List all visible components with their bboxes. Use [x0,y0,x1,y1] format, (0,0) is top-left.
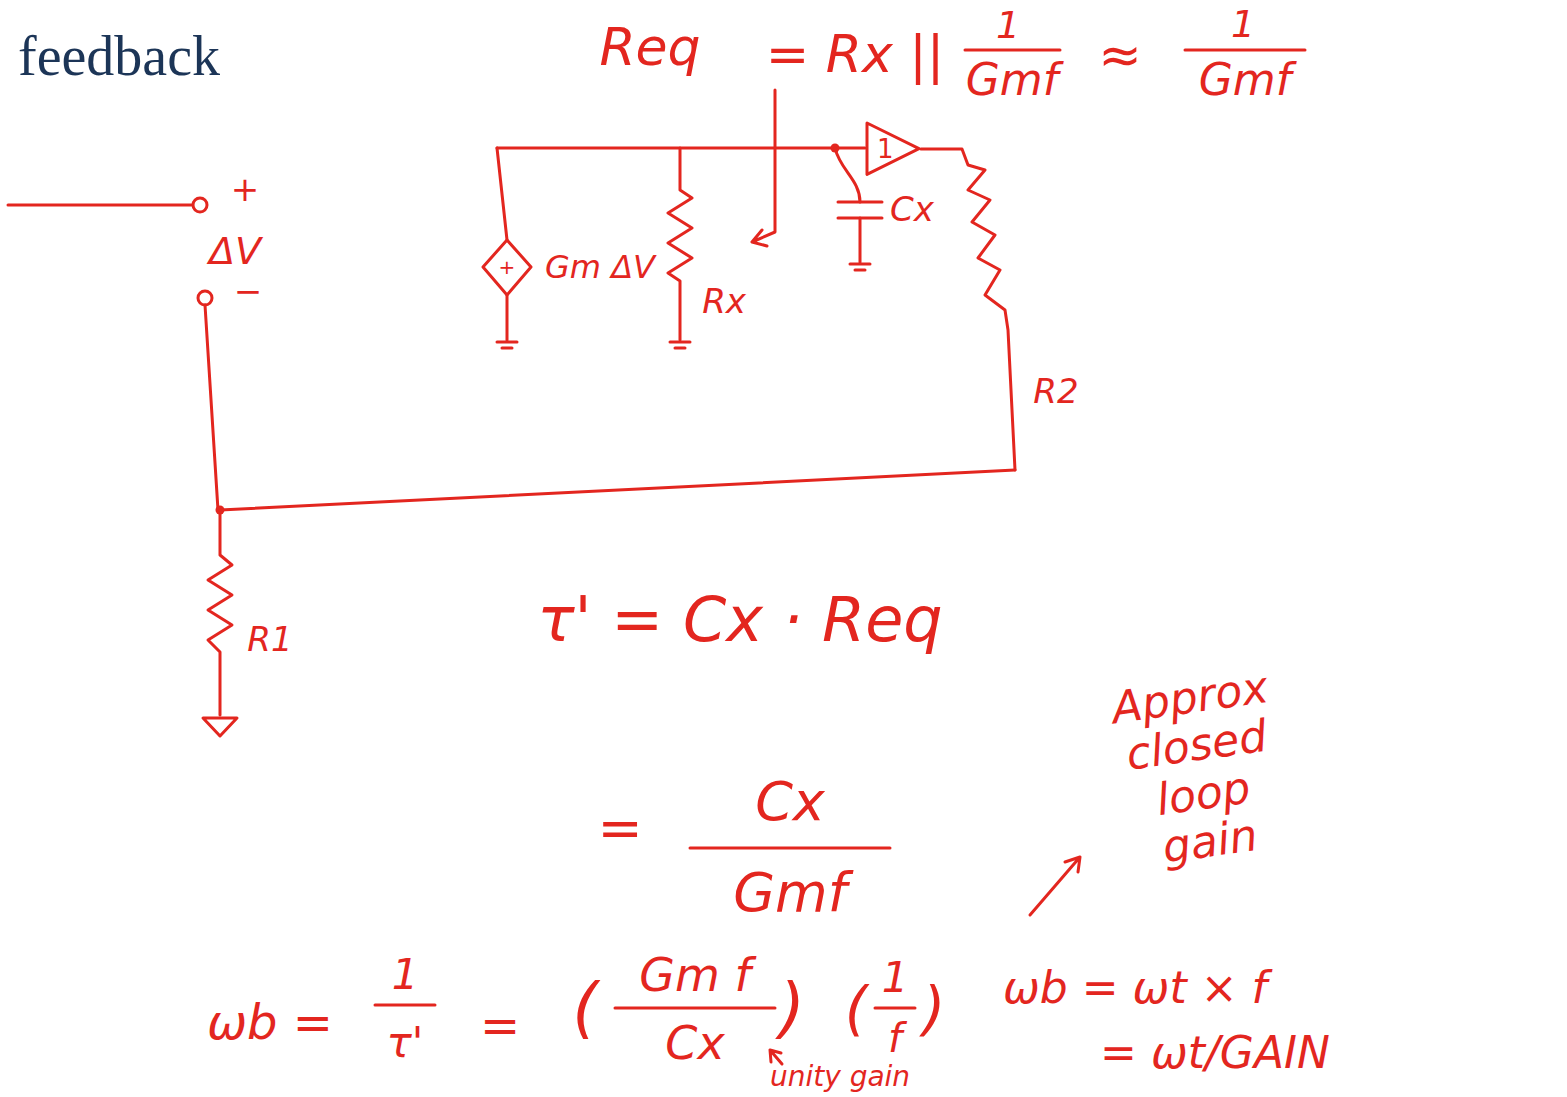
fraction-bar [1185,49,1305,52]
equation-text: Gm f [639,950,750,1001]
leader-arrow [1030,857,1080,915]
fraction-bar [875,1007,915,1010]
equation-text: 1 [392,952,419,998]
gain-label: 1 [877,136,894,162]
equation-text: R1 [247,621,292,658]
equation-text: R2 [1033,373,1078,410]
equation-text: = ωt/GAIN [1100,1029,1330,1077]
equation-text: ωb = [207,996,333,1049]
equation-text: − [234,273,263,310]
fraction-bar [615,1007,775,1010]
equation-text: Gm ΔV [545,250,655,285]
resistor-symbol [208,510,232,715]
equation-text: Cx [890,191,934,228]
equation-text: Cx [665,1018,724,1069]
equation-text: τ' = Cx · Req [537,586,942,654]
capacitor-symbol [838,202,882,218]
equation-text: Req [599,19,700,76]
wire [205,305,218,510]
equation-text: = [480,999,520,1052]
equation-text: Gmf [733,863,846,922]
equation-text: + [231,171,260,208]
fraction-bar [690,847,890,850]
equation-text: Gmf [966,56,1058,104]
equation-text: ωb = ωt × f [1003,964,1267,1012]
equation-text: Cx [755,772,825,831]
terminal [193,198,207,212]
buffer-amplifier: 1 [865,121,921,176]
equation-text: 1 [882,955,909,1001]
wire [497,148,507,240]
equation-text: = [597,798,642,857]
ground-symbol [670,342,690,348]
equation-text: ≈ [1098,27,1142,84]
input-wire [8,204,192,207]
feedback-wire [220,470,1015,510]
ground-symbol [850,218,870,270]
equation-text: ( [572,972,598,1045]
fraction-bar [965,49,1060,52]
equation-text: = Rx || [766,26,945,83]
slide-title: feedback [18,24,220,88]
equation-text: Gmf [1199,56,1291,104]
equation-text: τ' [387,1020,424,1066]
equation-text: ( [845,978,868,1042]
amplifier-triangle [867,123,919,174]
resistor-symbol [921,149,1015,470]
ground-symbol [497,295,517,348]
equation-text: + [499,256,516,278]
wire [835,148,860,202]
equation-text: ΔV [209,231,261,273]
note-text: Approx closed loop gain [1088,660,1313,880]
input-port [8,198,218,510]
leader-arrow [752,90,775,246]
equation-text: 1 [1231,4,1255,46]
resistor-symbol [668,148,692,340]
equation-text: ) [779,972,805,1045]
current-source-symbol [483,240,531,295]
equation-text: f [888,1016,902,1060]
equation-text: 1 [996,5,1020,47]
ground-symbol [203,718,237,736]
terminal [198,291,212,305]
equation-text: unity gain [770,1062,910,1093]
equation-text: Rx [702,283,746,320]
equation-text: ) [923,978,946,1042]
fraction-bar [375,1004,435,1007]
